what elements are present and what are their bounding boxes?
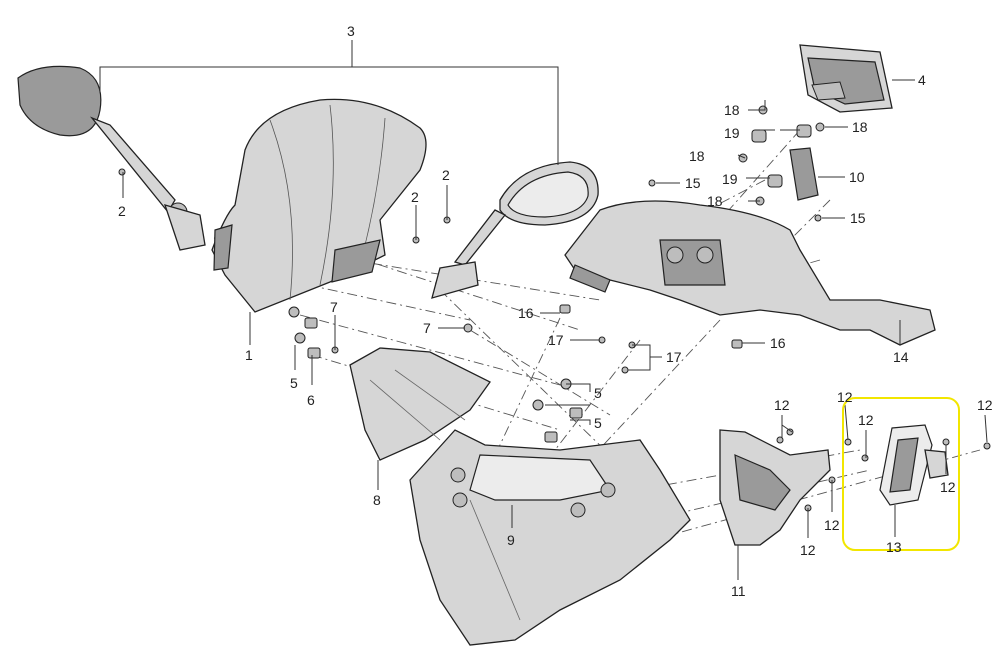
callout-19-a: 19 <box>724 125 740 141</box>
callout-2-left: 2 <box>118 203 126 219</box>
callout-17-b: 17 <box>666 349 682 365</box>
callout-19-b: 19 <box>722 171 738 187</box>
callout-15-a: 15 <box>685 175 701 191</box>
inner-frame <box>564 200 936 346</box>
callouts: 3 4 2 2 2 18 19 18 18 19 18 15 10 15 7 7… <box>118 23 993 599</box>
callout-15-b: 15 <box>850 210 866 226</box>
callout-2-right: 2 <box>442 167 450 183</box>
instrument-cluster <box>799 44 893 113</box>
callout-12-f: 12 <box>824 517 840 533</box>
callout-2-mid: 2 <box>411 189 419 205</box>
callout-16-b: 16 <box>770 335 786 351</box>
reflector-13 <box>879 424 949 506</box>
callout-12-a: 12 <box>774 397 790 413</box>
callout-1: 1 <box>245 347 253 363</box>
callout-12-d: 12 <box>977 397 993 413</box>
callout-13: 13 <box>886 539 902 555</box>
callout-18-c: 18 <box>689 148 705 164</box>
callout-12-g: 12 <box>800 542 816 558</box>
mirror-left <box>17 65 206 251</box>
callout-10: 10 <box>849 169 865 185</box>
side-panel <box>719 429 831 546</box>
callout-8: 8 <box>373 492 381 508</box>
upper-fairing <box>349 347 491 461</box>
callout-12-c: 12 <box>858 412 874 428</box>
callout-5-right-b: 5 <box>594 415 602 431</box>
callout-12-b: 12 <box>837 389 853 405</box>
mirror-right <box>431 161 599 299</box>
callout-18-b: 18 <box>852 119 868 135</box>
callout-14: 14 <box>893 349 909 365</box>
callout-12-e: 12 <box>940 479 956 495</box>
highlight-box <box>842 397 960 551</box>
callout-5-right-a: 5 <box>594 385 602 401</box>
callout-7-mid: 7 <box>423 320 431 336</box>
callout-18-d: 18 <box>707 193 723 209</box>
leader-lines <box>99 40 988 580</box>
callout-7-left: 7 <box>330 299 338 315</box>
windscreen <box>211 98 427 313</box>
callout-17-a: 17 <box>548 332 564 348</box>
callout-6: 6 <box>307 392 315 408</box>
front-cowl <box>409 429 691 646</box>
bracket-10 <box>789 147 819 201</box>
callout-4: 4 <box>918 72 926 88</box>
callout-11: 11 <box>731 583 746 599</box>
callout-18-a: 18 <box>724 102 740 118</box>
callout-16-a: 16 <box>518 305 534 321</box>
callout-3: 3 <box>347 23 355 39</box>
callout-9: 9 <box>507 532 515 548</box>
callout-5-left: 5 <box>290 375 298 391</box>
